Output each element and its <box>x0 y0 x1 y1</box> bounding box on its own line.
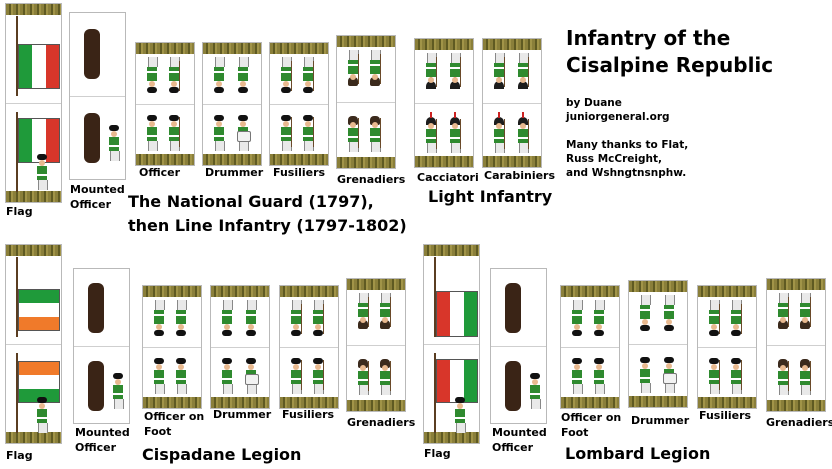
label-fusiliers-1: Fusiliers <box>273 166 326 179</box>
grenadiers-card-1 <box>336 35 396 169</box>
officer-card-1 <box>135 42 195 166</box>
fusiliers-card-2 <box>279 285 339 409</box>
mounted-officer-card-2 <box>73 268 130 424</box>
drummer-card-1 <box>202 42 262 166</box>
fusiliers-card-1 <box>269 42 329 166</box>
label-drummer-2: Drummer <box>213 408 272 421</box>
label-flag-2: Flag <box>6 449 33 462</box>
flag-card-national-guard <box>5 3 62 203</box>
flag-national-guard-top <box>18 44 60 89</box>
label-cacciatori: Cacciatori <box>417 171 479 184</box>
heading-lombard-legion: Lombard Legion <box>565 444 711 463</box>
drum-icon <box>663 373 677 384</box>
flag-card-cispadane <box>5 244 62 444</box>
officer-card-2 <box>142 285 202 409</box>
grenadiers-card-2 <box>346 278 406 412</box>
grenadiers-card-3 <box>766 278 826 412</box>
drum-icon <box>237 131 251 142</box>
heading-light-infantry: Light Infantry <box>428 187 553 206</box>
flag-national-guard-bottom <box>18 118 60 163</box>
label-carabiniers: Carabiniers <box>484 169 556 182</box>
flag-cispadane-top <box>18 289 60 331</box>
fusiliers-card-3 <box>697 285 757 409</box>
flag-lombard-top <box>436 291 478 337</box>
credits: by Duane juniorgeneral.org Many thanks t… <box>566 97 689 179</box>
mounted-officer-card-3 <box>490 268 547 424</box>
label-fusiliers-2: Fusiliers <box>282 408 335 421</box>
label-grenadiers-3: Grenadiers <box>766 416 832 429</box>
label-drummer-1: Drummer <box>205 166 264 179</box>
carabiniers-card <box>482 38 542 168</box>
label-flag-1: Flag <box>6 205 33 218</box>
label-grenadiers-1: Grenadiers <box>337 173 406 186</box>
mounted-officer-card-1 <box>69 12 126 180</box>
label-officer-1: Officer <box>139 166 181 179</box>
cacciatori-card <box>414 38 474 168</box>
heading-cispadane-legion: Cispadane Legion <box>142 445 302 464</box>
officer-card-3 <box>560 285 620 409</box>
label-drummer-3: Drummer <box>631 414 690 427</box>
drummer-card-3 <box>628 280 688 408</box>
heading-national-guard: The National Guard (1797),then Line Infa… <box>128 192 407 235</box>
flag-cispadane-bottom <box>18 361 60 403</box>
label-flag-3: Flag <box>424 447 451 460</box>
drum-icon <box>245 374 259 385</box>
flag-card-lombard <box>423 244 480 444</box>
drummer-card-2 <box>210 285 270 409</box>
label-grenadiers-2: Grenadiers <box>347 416 416 429</box>
label-fusiliers-3: Fusiliers <box>699 409 752 422</box>
